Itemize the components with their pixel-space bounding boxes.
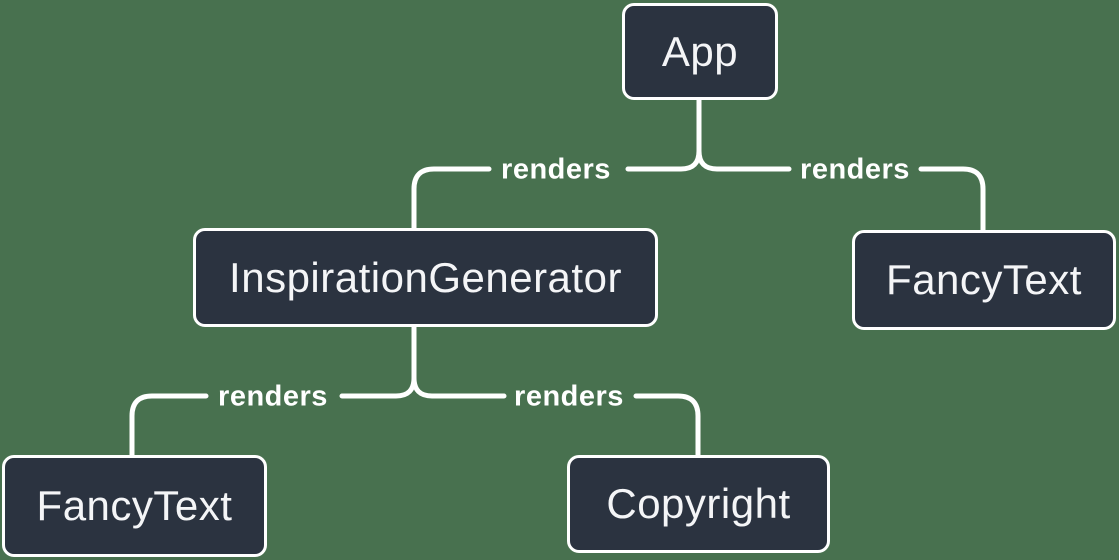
node-app: App: [622, 3, 778, 100]
node-inspiration-generator: InspirationGenerator: [193, 228, 658, 327]
node-fancy-text-top: FancyText: [852, 230, 1116, 330]
edge-inspiration-generator-to-fancy-text-bottom-segment-1: [129, 393, 209, 458]
edge-app-to-inspiration-generator-segment-1: [411, 166, 492, 231]
edge-app-to-inspiration-generator-segment-0: [625, 97, 702, 172]
edge-label-inspiration-generator-to-copyright: renders: [514, 380, 624, 413]
edge-inspiration-generator-to-copyright-segment-1: [633, 393, 701, 458]
edge-label-inspiration-generator-to-fancy-text-bottom: renders: [218, 380, 328, 413]
edge-label-app-to-inspiration-generator: renders: [501, 153, 611, 186]
edge-app-to-fancy-text-top-segment-0: [696, 148, 792, 172]
edge-inspiration-generator-to-fancy-text-bottom-segment-0: [339, 324, 417, 399]
edge-inspiration-generator-to-copyright-segment-0: [411, 375, 507, 399]
edge-app-to-fancy-text-top-segment-1: [918, 166, 986, 233]
node-copyright: Copyright: [567, 455, 830, 553]
edge-label-app-to-fancy-text-top: renders: [800, 153, 910, 186]
node-fancy-text-bottom: FancyText: [2, 455, 267, 557]
